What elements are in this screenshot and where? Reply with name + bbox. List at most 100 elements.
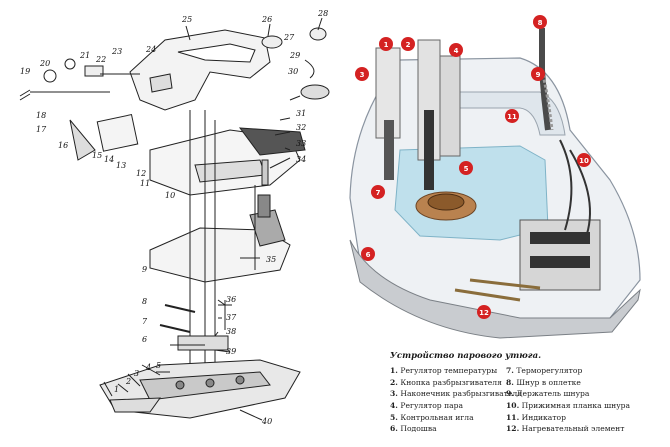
marker-dot: [361, 247, 375, 261]
legend-text: Терморегулятор: [516, 366, 583, 375]
marker-dot: [401, 37, 415, 51]
marker-label: 12: [479, 309, 489, 317]
legend-item: 2. Кнопка разбрызгивателя: [390, 378, 530, 390]
diagram-caption: Устройство парового утюга.: [390, 351, 542, 361]
legend-item: 3. Наконечник разбрызгивателя: [390, 389, 530, 401]
part-label: 10: [165, 191, 175, 200]
legend-item: 6. Подошва: [390, 424, 530, 436]
part-label: 26: [261, 15, 272, 24]
legend-text: Прижимная планка шнура: [521, 401, 631, 411]
legend-item: 4. Регулятор пара: [390, 401, 530, 413]
legend-item: 10. Прижимная планка шнура: [506, 401, 646, 413]
part-label: 27: [283, 33, 295, 42]
marker-dot: [531, 67, 545, 81]
marker-dot: [449, 43, 463, 57]
legend-item: 5. Контрольная игла: [390, 413, 530, 425]
part-label: 1: [114, 385, 119, 394]
legend-text: Регулятор температуры: [400, 366, 498, 375]
part-label: 14: [104, 155, 114, 164]
marker-label: 5: [464, 165, 469, 173]
part-label: 18: [36, 111, 46, 120]
legend-number: 12.: [506, 424, 520, 434]
part-label: 8: [142, 297, 147, 306]
legend-text: Нагревательный элемент: [521, 424, 625, 434]
marker-label: 7: [376, 189, 381, 197]
legend-number: 5.: [390, 412, 398, 422]
legend-column-right: 7. Терморегулятор 8. Шнур в оплетке 9. Д…: [506, 366, 646, 436]
part-label: 4: [145, 363, 151, 372]
legend-item: 8. Шнур в оплетке: [506, 378, 646, 390]
marker-label: 1: [384, 41, 389, 49]
part-label: 24: [145, 45, 156, 54]
cutaway-view: [349, 28, 641, 339]
legend-text: Наконечник разбрызгивателя: [400, 389, 522, 399]
part-label: 35: [266, 255, 276, 264]
legend-number: 8.: [506, 377, 514, 387]
legend-column-left: 1. Регулятор температуры 2. Кнопка разбр…: [390, 366, 530, 436]
legend-item: 9. Держатель шнура: [506, 389, 646, 401]
cutaway-soleplate: [349, 239, 641, 339]
legend-number: 11.: [506, 412, 520, 422]
cutaway-markers: 1 2 3 4 5 6 7 8 9 10 11 12: [355, 15, 591, 319]
legend-number: 10.: [506, 401, 520, 411]
marker-label: 11: [507, 113, 517, 121]
part-label: 12: [136, 169, 146, 178]
legend-number: 6.: [390, 424, 398, 434]
legend-number: 4.: [390, 401, 398, 411]
marker-dot: [459, 161, 473, 175]
legend-item: 12. Нагревательный элемент: [506, 424, 646, 436]
part-label: 23: [111, 47, 122, 56]
legend-text: Подошва: [400, 424, 437, 434]
legend-text: Шнур в оплетке: [516, 377, 581, 387]
part-label: 13: [116, 161, 126, 170]
part-label: 28: [317, 9, 328, 18]
handle-grip: [177, 43, 256, 63]
legend-item: 7. Терморегулятор: [506, 366, 646, 378]
marker-dot: [379, 37, 393, 51]
part-label: 19: [20, 67, 30, 76]
legend-number: 2.: [390, 377, 398, 387]
marker-label: 6: [366, 251, 371, 259]
part-label: 32: [296, 123, 306, 132]
part-label: 2: [125, 377, 131, 386]
part-label: 40: [261, 417, 272, 426]
legend-number: 9.: [506, 389, 514, 399]
handle-shape: [129, 29, 271, 111]
legend-text: Кнопка разбрызгивателя: [400, 377, 502, 387]
part-label: 11: [140, 179, 150, 188]
marker-dot: [477, 305, 491, 319]
part-label: 21: [79, 51, 90, 60]
part-label: 36: [226, 295, 236, 304]
part-label: 7: [142, 317, 148, 326]
legend-number: 3.: [390, 389, 398, 399]
part-label: 34: [296, 155, 306, 164]
part-label: 37: [226, 313, 237, 322]
part-label: 20: [39, 59, 50, 68]
part-label: 38: [226, 327, 236, 336]
part-label: 33: [296, 139, 306, 148]
part-label: 17: [36, 125, 47, 134]
marker-dot: [505, 109, 519, 123]
marker-dot: [533, 15, 547, 29]
legend-text: Регулятор пара: [400, 401, 464, 411]
part-label: 16: [58, 141, 68, 150]
legend-number: 1.: [390, 366, 398, 375]
part-label: 29: [289, 51, 300, 60]
part-label: 39: [226, 347, 236, 356]
marker-label: 3: [360, 71, 365, 79]
marker-dot: [355, 67, 369, 81]
part-label: 9: [142, 265, 147, 274]
part-label: 25: [181, 15, 192, 24]
marker-label: 10: [579, 157, 589, 165]
marker-label: 8: [538, 19, 543, 27]
part-label: 31: [296, 109, 306, 118]
legend-text: Держатель шнура: [516, 389, 590, 399]
legend-text: Контрольная игла: [400, 412, 474, 422]
part-label: 30: [288, 67, 298, 76]
marker-label: 9: [536, 71, 541, 79]
legend-item: 11. Индикатор: [506, 413, 646, 425]
marker-label: 4: [454, 47, 459, 55]
marker-dot: [371, 185, 385, 199]
legend-item: 1. Регулятор температуры: [390, 366, 530, 378]
